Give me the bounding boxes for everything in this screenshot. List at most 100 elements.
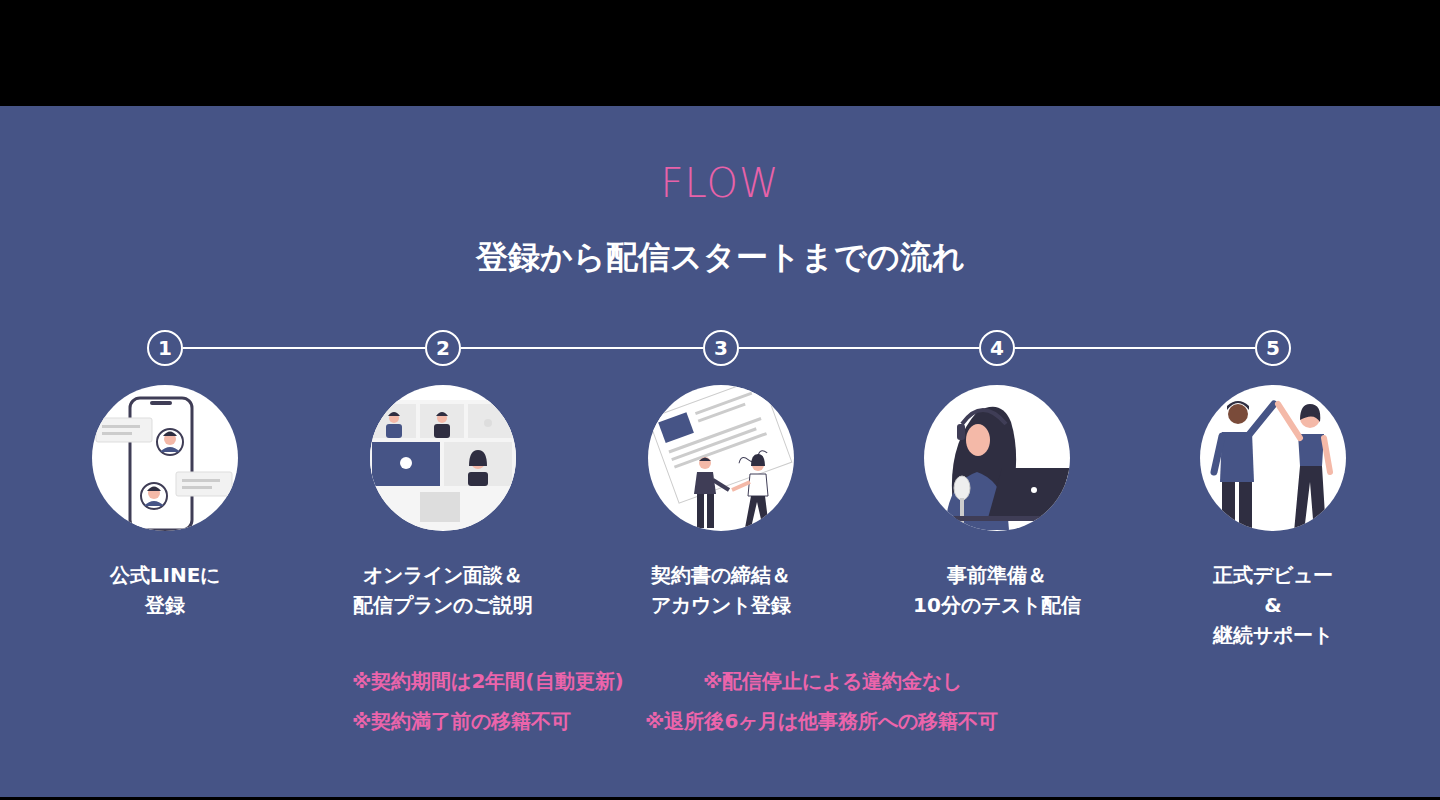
streamer-illustration bbox=[924, 385, 1070, 531]
video-call-illustration bbox=[386, 424, 402, 438]
phone-illustration bbox=[96, 398, 232, 530]
contract-illustration bbox=[674, 432, 767, 468]
streamer-illustration bbox=[966, 424, 990, 456]
contract-illustration bbox=[694, 472, 716, 494]
contract-illustration bbox=[648, 378, 792, 504]
contract-illustration bbox=[738, 449, 769, 467]
video-call-illustration bbox=[388, 412, 400, 416]
note-text: ※契約期間は2年間(自動更新) bbox=[352, 668, 624, 695]
contract-illustration bbox=[713, 480, 729, 490]
contract-illustration bbox=[648, 378, 792, 504]
video-call-illustration bbox=[372, 442, 440, 486]
video-call-illustration bbox=[468, 404, 512, 438]
high-five-illustration bbox=[1200, 385, 1346, 532]
contract-illustration bbox=[745, 496, 769, 528]
contract-illustration bbox=[698, 403, 746, 423]
callout-number: 1 bbox=[158, 338, 172, 358]
phone-illustration bbox=[102, 432, 132, 435]
high-five-illustration bbox=[1248, 404, 1274, 436]
phone-illustration bbox=[102, 425, 140, 428]
video-call-illustration bbox=[468, 472, 488, 486]
top-bar bbox=[0, 0, 1440, 106]
video-call-illustration bbox=[389, 413, 399, 423]
phone-illustration bbox=[150, 401, 172, 405]
phone-illustration bbox=[148, 487, 160, 499]
step-connector bbox=[183, 347, 425, 349]
step-connector bbox=[461, 347, 703, 349]
contract-illustration bbox=[707, 494, 714, 528]
contract-illustration bbox=[699, 458, 711, 462]
step-label: 正式デビュー& 継続サポート bbox=[1213, 560, 1333, 650]
step-label: 契約書の締結＆ アカウント登録 bbox=[651, 560, 791, 620]
streamer-illustration bbox=[924, 385, 1080, 531]
phone-illustration bbox=[157, 429, 183, 455]
streamer-illustration bbox=[1031, 487, 1037, 493]
high-five-illustration bbox=[1222, 482, 1235, 532]
phone-illustration bbox=[141, 483, 167, 509]
high-five-illustration bbox=[1214, 401, 1330, 532]
video-call-illustration bbox=[436, 412, 448, 416]
streamer-illustration bbox=[962, 410, 1006, 424]
note-text: ※配信停止による違約金なし bbox=[703, 668, 962, 695]
video-call-illustration bbox=[370, 385, 516, 531]
phone-illustration bbox=[92, 385, 238, 531]
contract-illustration bbox=[732, 482, 750, 490]
streamer-illustration bbox=[940, 407, 1080, 530]
video-call-illustration bbox=[370, 400, 516, 530]
video-call-illustration bbox=[372, 404, 416, 438]
high-five-illustration bbox=[1324, 438, 1330, 472]
step-number-circle: 3 bbox=[703, 330, 739, 366]
high-five-illustration bbox=[1220, 432, 1254, 482]
video-call-illustration bbox=[434, 424, 450, 438]
high-five-illustration bbox=[1200, 385, 1346, 531]
step-label: 公式LINEに 登録 bbox=[110, 560, 221, 620]
main-title: 登録から配信スタートまでの流れ bbox=[476, 236, 965, 280]
callout-number: 3 bbox=[714, 338, 728, 358]
contract-illustration bbox=[671, 427, 757, 461]
bottom-edge bbox=[0, 797, 1440, 800]
high-five-illustration bbox=[1278, 404, 1300, 438]
callout-number: 4 bbox=[990, 338, 1004, 358]
video-call-illustration bbox=[370, 400, 516, 530]
contract-illustration bbox=[699, 457, 711, 469]
streamer-illustration bbox=[960, 498, 964, 528]
contract-illustration bbox=[648, 378, 792, 528]
high-five-illustration bbox=[1239, 482, 1252, 532]
note-text: ※退所後6ヶ月は他事務所への移籍不可 bbox=[645, 708, 998, 735]
video-call-illustration bbox=[420, 404, 464, 438]
phone-illustration bbox=[163, 432, 177, 437]
phone-illustration bbox=[182, 479, 220, 482]
contract-illustration bbox=[697, 494, 704, 528]
phone-illustration bbox=[96, 418, 152, 442]
contract-illustration bbox=[668, 417, 761, 453]
video-call-illustration bbox=[484, 419, 492, 427]
contract-illustration bbox=[751, 454, 765, 466]
video-call-illustration bbox=[469, 450, 487, 466]
note-text: ※契約満了前の移籍不可 bbox=[352, 708, 571, 735]
high-five-illustration bbox=[1294, 466, 1326, 532]
streamer-illustration bbox=[957, 424, 965, 440]
phone-illustration bbox=[182, 486, 212, 489]
high-five-illustration bbox=[1227, 401, 1249, 410]
video-call-illustration bbox=[400, 457, 412, 469]
contract-illustration bbox=[658, 412, 694, 443]
section-label: FLOW bbox=[661, 160, 780, 206]
streamer-illustration bbox=[954, 476, 970, 500]
callout-number: 2 bbox=[436, 338, 450, 358]
step-label: 事前準備＆ 10分のテスト配信 bbox=[913, 560, 1081, 620]
step-number-circle: 4 bbox=[979, 330, 1015, 366]
video-call-illustration bbox=[370, 385, 516, 531]
step-number-circle: 1 bbox=[147, 330, 183, 366]
phone-illustration bbox=[160, 447, 180, 452]
video-call-illustration bbox=[437, 413, 447, 423]
step-number-circle: 5 bbox=[1255, 330, 1291, 366]
background-panel bbox=[0, 106, 1440, 800]
callout-number: 5 bbox=[1266, 338, 1280, 358]
step-connector bbox=[1015, 347, 1255, 349]
video-call-illustration bbox=[444, 442, 512, 486]
contract-illustration bbox=[648, 378, 794, 531]
video-call-illustration bbox=[420, 492, 460, 522]
phone-illustration bbox=[147, 487, 161, 492]
contract-illustration bbox=[748, 474, 768, 496]
step-label: オンライン面談＆ 配信プランのご説明 bbox=[353, 560, 533, 620]
